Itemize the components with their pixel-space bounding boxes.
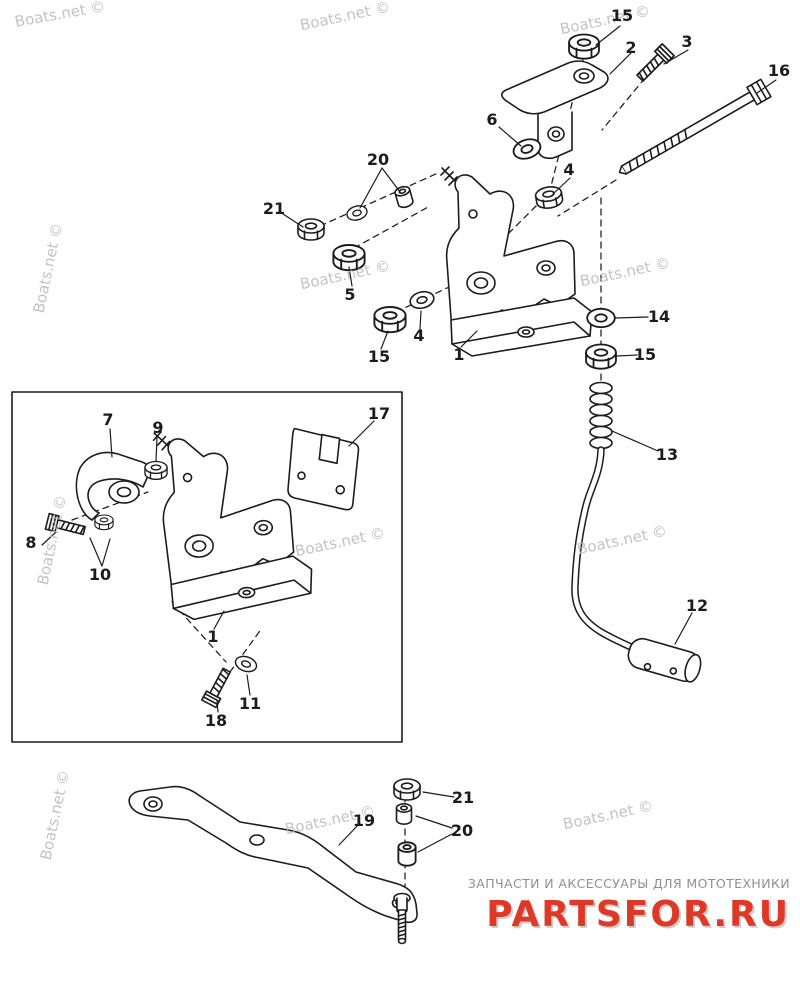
bracket-1-main [440,166,593,357]
callout-part-6: 6 [486,110,498,129]
footer-tagline: ЗАПЧАСТИ И АКСЕССУАРЫ ДЛЯ МОТОТЕХНИКИ [467,876,790,891]
callout-part-21-a: 21 [262,199,286,218]
callout-part-17: 17 [367,404,391,423]
callout-part-12: 12 [685,596,709,615]
washer-11 [232,653,260,675]
washer-14 [586,307,616,329]
nut-21-top [297,218,325,241]
callout-part-9: 9 [152,418,164,437]
washer-20-b [344,202,370,224]
callout-part-15-c: 15 [633,345,657,364]
callout-part-16: 16 [767,61,791,80]
footer-branding: ЗАПЧАСТИ И АКСЕССУАРЫ ДЛЯ МОТОТЕХНИКИ PA… [468,876,790,935]
bracket-2 [500,60,609,160]
callout-part-15-a: 15 [610,6,634,25]
nut-15-mid [373,306,407,334]
bolt-3 [633,43,675,85]
partsfor-logo: PARTSFOR.RU [486,894,790,935]
callout-part-19: 19 [352,811,376,830]
bracket-17 [287,427,360,511]
rod-13 [571,446,656,660]
callout-part-7: 7 [102,410,114,429]
callout-part-20-a: 20 [366,150,390,169]
callout-part-4-b: 4 [413,326,425,345]
callout-part-18: 18 [204,711,228,730]
callout-part-20-b: 20 [450,821,474,840]
nut-10 [94,514,114,531]
callout-part-10: 10 [88,565,112,584]
bracket-1-inset [152,423,315,622]
stud-bottom [393,892,411,945]
callout-part-1-b: 1 [207,627,219,646]
nut-15-top [568,33,600,60]
callout-part-15-b: 15 [367,347,391,366]
nut-9 [144,460,168,481]
spring-13 [589,381,613,450]
bracket-19 [128,785,418,924]
callout-part-1-a: 1 [453,345,465,364]
callout-part-14: 14 [647,307,671,326]
nut-15-right [585,343,617,370]
bolt-16 [618,78,772,175]
callout-part-2: 2 [625,38,637,57]
clamp-7 [75,451,150,521]
callout-part-3: 3 [681,32,693,51]
callout-part-21-b: 21 [451,788,475,807]
callout-part-4-a: 4 [563,160,575,179]
inset-box [11,391,403,743]
callout-part-11: 11 [238,694,262,713]
bolt-18 [200,665,235,709]
leader-lines [41,25,777,853]
bushing-20-d [397,841,417,867]
grip-12 [627,637,702,683]
callout-part-5: 5 [344,285,356,304]
callout-part-8: 8 [25,533,37,552]
callout-part-13: 13 [655,445,679,464]
nut-21-bottom [393,778,421,801]
washer-4-mid [407,288,437,312]
bushing-20-c [395,802,413,826]
bolt-8 [44,512,87,540]
